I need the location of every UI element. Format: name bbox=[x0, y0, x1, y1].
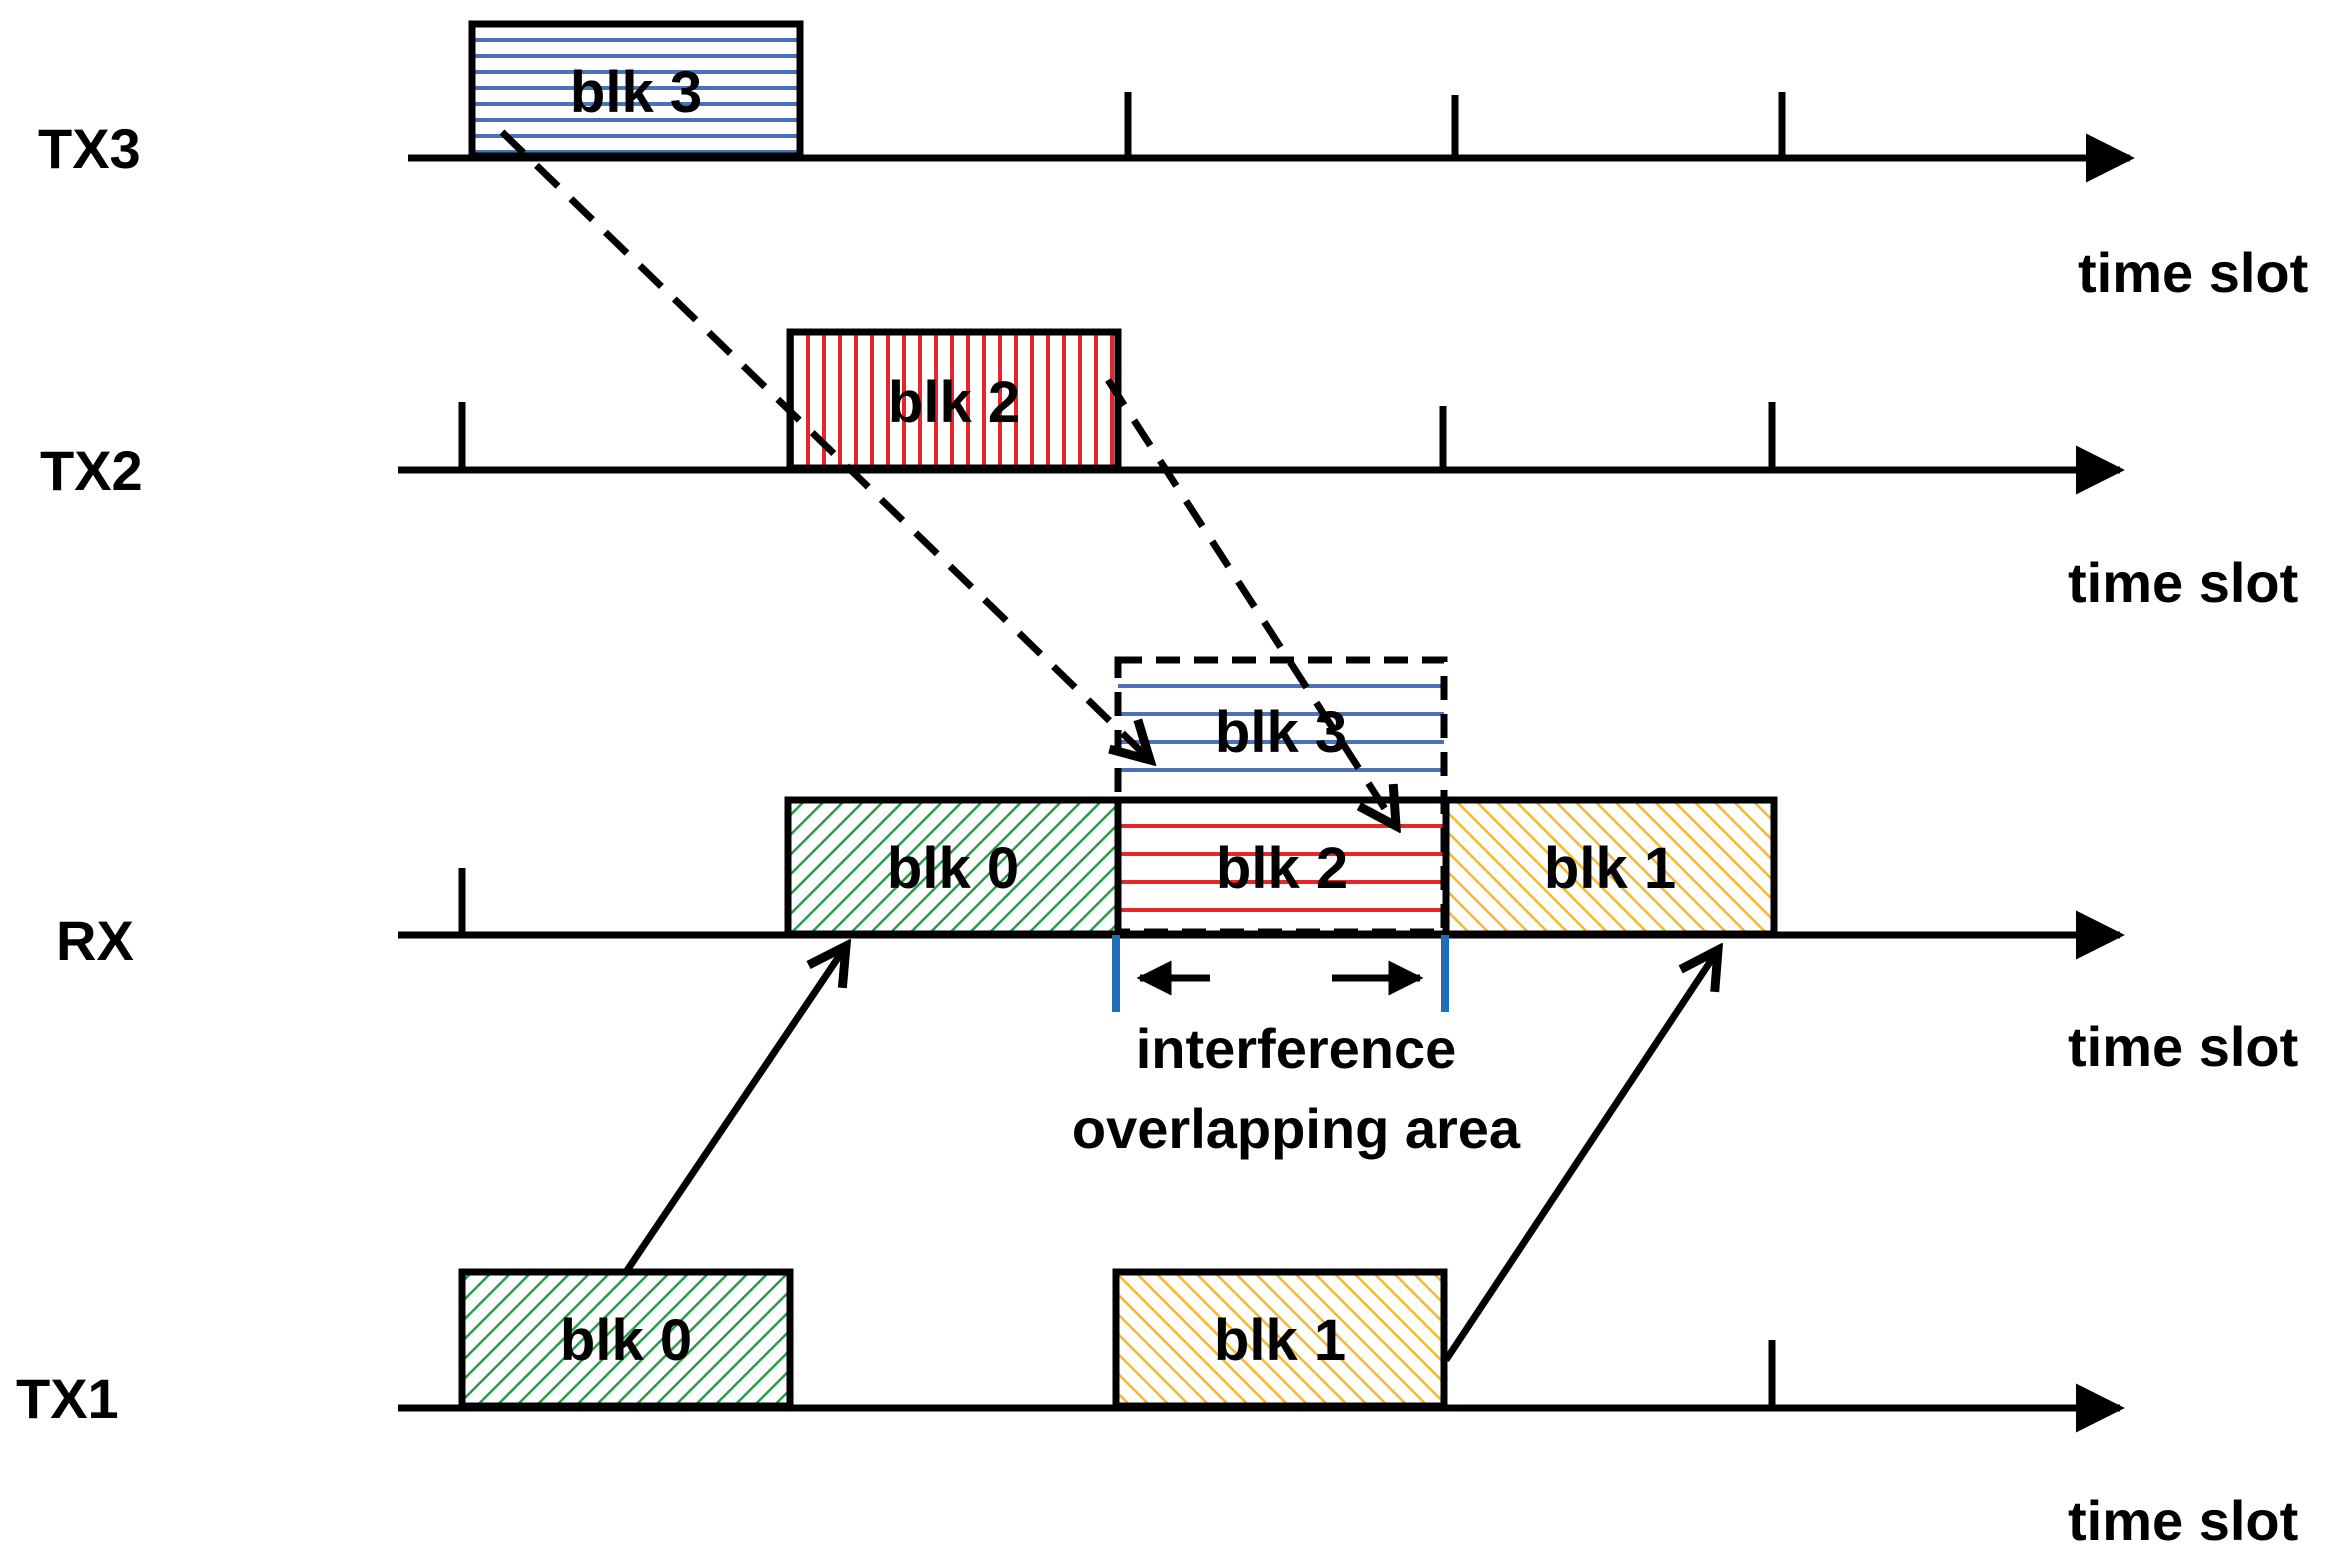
block-label: blk 1 bbox=[1214, 1308, 1346, 1373]
block-label: blk 2 bbox=[888, 370, 1020, 435]
rx-block-2: blk 2 bbox=[1114, 796, 1450, 938]
block-label: blk 3 bbox=[570, 60, 702, 125]
tx1-axis-label: time slot bbox=[2068, 1489, 2298, 1552]
tx2-axis-label: time slot bbox=[2068, 551, 2298, 614]
propagation-arrow-tx1-blk1 bbox=[1443, 950, 1718, 1362]
propagation-arrow-tx2-blk2 bbox=[1105, 378, 1396, 826]
tx1-row: TX1 blk 0 blk 1 time slot bbox=[16, 1268, 2298, 1552]
tx2-row: TX2 blk 2 time slot bbox=[40, 328, 2298, 614]
rx-block-0: blk 0 bbox=[784, 796, 1122, 938]
block-label: blk 1 bbox=[1544, 836, 1676, 901]
rx-row-label: RX bbox=[56, 909, 134, 972]
tx3-axis-label: time slot bbox=[2078, 241, 2308, 304]
propagation-arrow-tx1-blk0 bbox=[623, 946, 846, 1274]
tx1-block-0: blk 0 bbox=[458, 1268, 794, 1410]
tx2-row-label: TX2 bbox=[40, 439, 143, 502]
block-label: blk 3 bbox=[1215, 700, 1347, 765]
tx2-block-2: blk 2 bbox=[786, 328, 1122, 472]
tx3-row: TX3 blk 3 time slot bbox=[38, 20, 2308, 304]
tx1-block-1: blk 1 bbox=[1112, 1268, 1448, 1410]
interference-label-line1: interference bbox=[1136, 1017, 1457, 1080]
block-label: blk 0 bbox=[560, 1308, 692, 1373]
tx1-row-label: TX1 bbox=[16, 1367, 119, 1430]
block-label: blk 2 bbox=[1216, 836, 1348, 901]
block-label: blk 0 bbox=[887, 836, 1019, 901]
rx-block-1: blk 1 bbox=[1442, 796, 1778, 938]
tx3-block-3: blk 3 bbox=[468, 20, 804, 160]
tx3-row-label: TX3 bbox=[38, 117, 141, 180]
propagation-arrow-tx3-blk3 bbox=[499, 129, 1150, 760]
interference-label-line2: overlapping area bbox=[1072, 1097, 1521, 1160]
rx-row: RX blk 0 blk 2 blk 1 blk 3 interference … bbox=[56, 656, 2298, 1160]
rx-axis-label: time slot bbox=[2068, 1015, 2298, 1078]
